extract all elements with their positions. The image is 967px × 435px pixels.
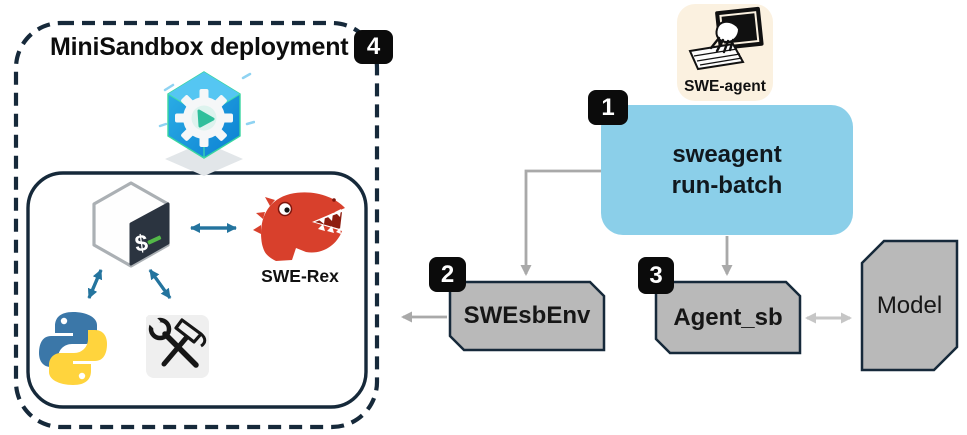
bash-terminal-icon: $ — [84, 179, 178, 269]
hammer — [161, 318, 207, 367]
bash-dark-face — [129, 202, 170, 266]
bash-cursor-underscore — [147, 235, 162, 245]
model-label: Model — [876, 291, 943, 319]
internal-arrows — [87, 223, 237, 299]
swe-agent-svg — [688, 6, 764, 71]
hand — [709, 20, 745, 54]
swe-rex-svg — [253, 192, 345, 261]
run-batch-line1: sweagent — [672, 140, 782, 168]
swe-rex-label: SWE-Rex — [261, 266, 339, 286]
swe-agent-label: SWE-agent — [684, 78, 766, 95]
minisandbox-dashed-border — [13, 20, 380, 430]
keyboard — [688, 42, 745, 71]
arrow-python-bash — [87, 269, 103, 299]
cube-deco-dashes — [158, 72, 256, 128]
bash-dollar-glyph: $ — [133, 229, 149, 257]
swesbenv-label: SWEsbEnv — [463, 302, 591, 329]
run-batch-node: sweagent run-batch — [601, 105, 853, 235]
cube-shadow — [165, 142, 243, 176]
connector-runbatch-swesbenv — [520, 169, 602, 276]
bash-svg: $ — [92, 181, 170, 268]
swe-rex-dinosaur-icon — [252, 186, 350, 266]
crossed-tools-icon — [144, 312, 209, 378]
minisandbox-title: MiniSandbox deployment — [50, 33, 349, 61]
deployment-cube-gear-icon — [157, 64, 256, 176]
gear — [175, 89, 233, 147]
python-logo-icon — [36, 309, 110, 388]
tools-svg — [144, 312, 209, 378]
swesbenv-node-shape — [448, 280, 606, 352]
dino-mouth — [315, 212, 342, 229]
step-badge-1: 1 — [588, 90, 628, 125]
wrench — [144, 312, 199, 368]
run-batch-line2: run-batch — [671, 171, 783, 199]
flow-connectors — [401, 169, 852, 324]
gear-triangle — [197, 109, 215, 128]
arrow-tools-bash — [148, 269, 172, 299]
step-badge-3: 3 — [638, 257, 674, 294]
dino-spikes — [253, 197, 275, 234]
agentsb-node-shape — [654, 280, 802, 355]
python-blue-snake — [39, 312, 97, 367]
agentsb-label: Agent_sb — [673, 303, 783, 331]
python-blue-eye — [60, 317, 68, 325]
step-badge-4: 4 — [354, 30, 393, 64]
cube-gear-svg — [158, 71, 256, 176]
step-badge-2: 2 — [429, 257, 466, 292]
python-svg — [39, 312, 107, 385]
dino-pupil — [284, 207, 290, 213]
dino-nostril — [332, 198, 336, 202]
swe-agent-icon: SWE-agent — [677, 4, 773, 101]
model-node-shape — [860, 239, 959, 372]
python-yellow-eye — [78, 372, 86, 380]
dino-teeth — [318, 209, 341, 234]
python-yellow-snake — [49, 330, 107, 385]
